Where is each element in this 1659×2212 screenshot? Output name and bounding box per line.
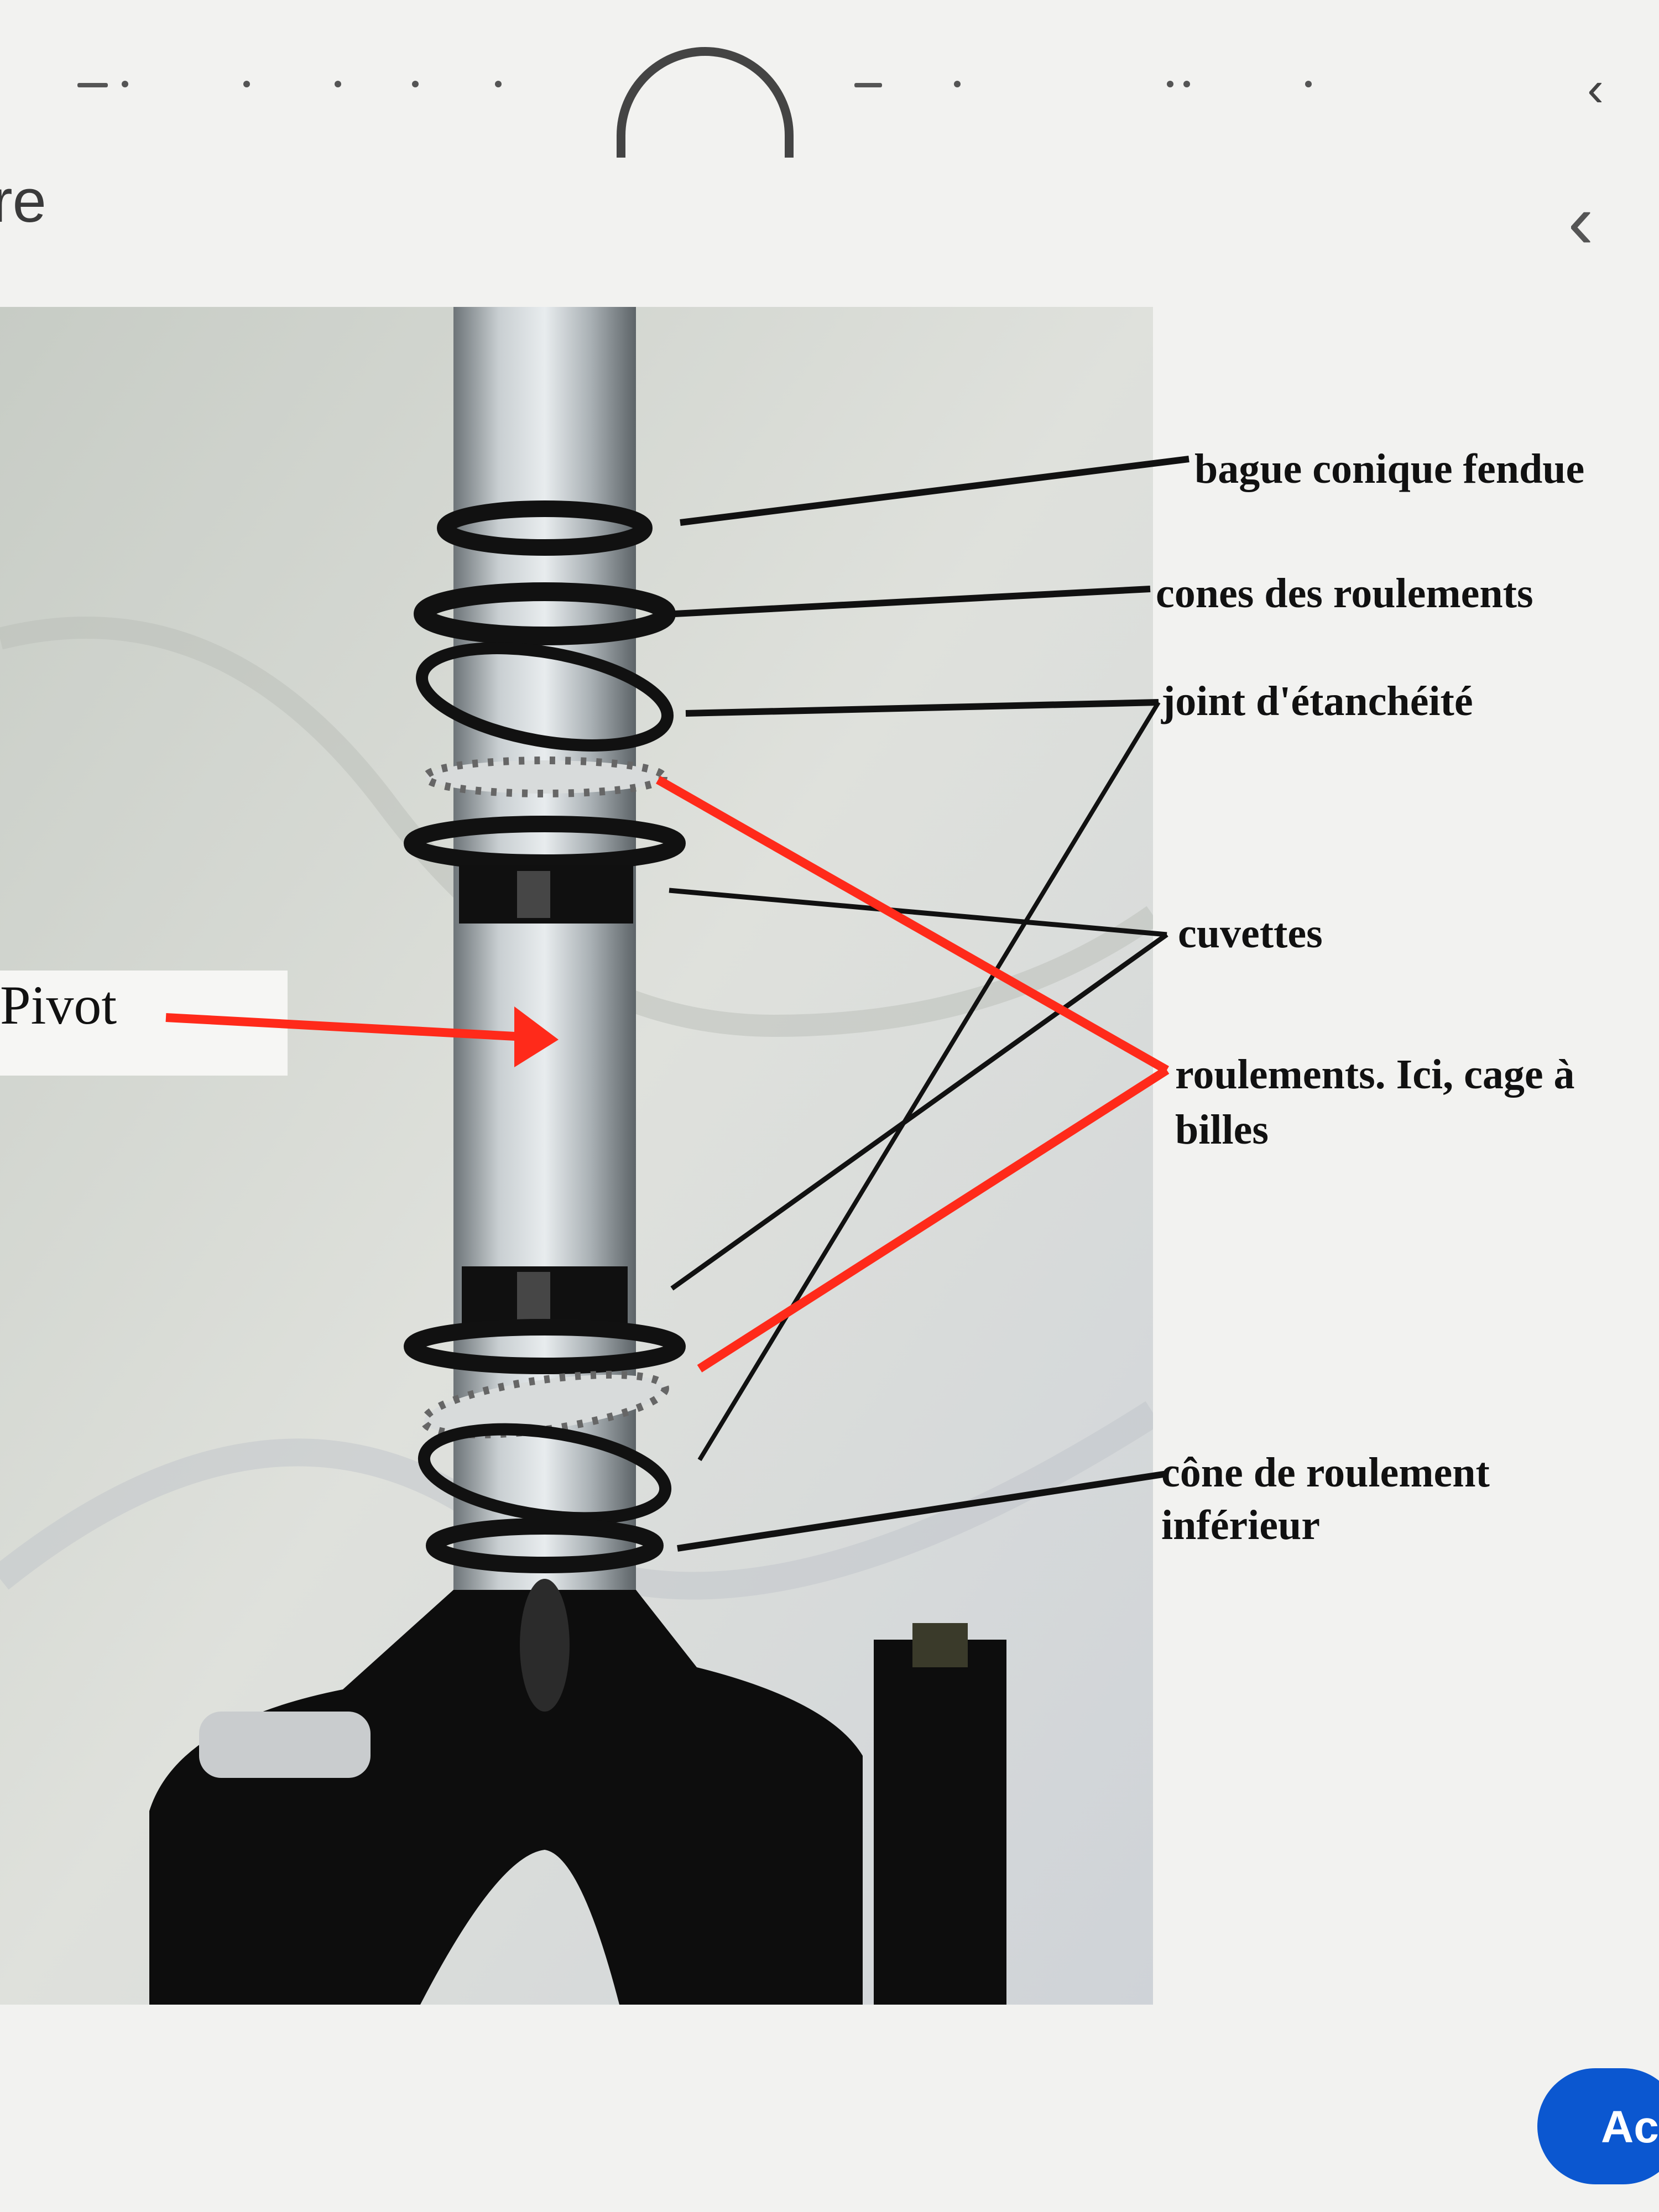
action-button[interactable]: Ac — [1537, 2068, 1659, 2184]
toolbar-mark — [495, 81, 502, 87]
toolbar-mark — [854, 83, 882, 87]
label-cone-inferieur-2: inférieur — [1161, 1502, 1321, 1548]
toolbar-chevron-icon[interactable]: ‹ — [1587, 61, 1604, 117]
toolbar-mark — [412, 81, 419, 87]
toolbar-mark — [77, 83, 108, 87]
label-joint-etancheite: joint d'étanchéité — [1161, 678, 1473, 724]
toolbar-mark — [954, 81, 961, 87]
toolbar-mark — [335, 81, 341, 87]
headset-photo — [0, 307, 1153, 2005]
pivot-label: Pivot — [0, 974, 117, 1036]
toolbar-mark — [1305, 81, 1312, 87]
toolbar-mark — [1167, 81, 1173, 87]
toolbar-mark — [1183, 81, 1190, 87]
label-roulements: roulements. Ici, cage à — [1175, 1051, 1575, 1098]
label-cone-inferieur: cône de roulement — [1161, 1449, 1490, 1496]
label-roulements-2: billes — [1175, 1107, 1269, 1153]
toolbar-mark — [122, 81, 128, 87]
toolbar: ‹ — [0, 0, 1659, 158]
breadcrumb[interactable]: re — [0, 167, 46, 235]
toolbar-mark — [243, 81, 250, 87]
label-cuvettes: cuvettes — [1178, 910, 1323, 957]
label-cones-roulements: cones des roulements — [1156, 570, 1533, 617]
chevron-left-icon[interactable]: ‹ — [1568, 178, 1594, 264]
toolbar-arc-icon[interactable] — [617, 47, 794, 158]
label-bague-conique: bague conique fendue — [1194, 446, 1585, 492]
